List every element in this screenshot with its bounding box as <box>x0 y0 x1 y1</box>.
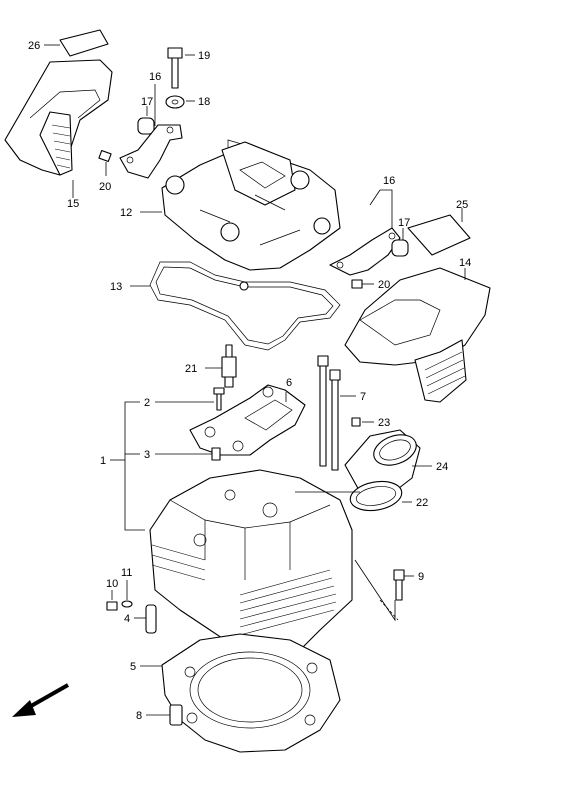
part-20-screw-right <box>351 279 374 289</box>
part-16-bracket-left <box>119 84 183 179</box>
part-21-spark-plug <box>205 344 237 388</box>
part-8-dowel-pin <box>146 704 183 726</box>
callout-4: 4 <box>124 613 130 625</box>
part-23-screw <box>351 417 374 427</box>
part-4-plug <box>134 604 157 634</box>
part-16-bracket-right <box>329 189 401 276</box>
callout-20: 20 <box>99 181 111 193</box>
part-7-long-bolts <box>317 355 356 471</box>
part-5-head-gasket <box>140 633 341 753</box>
callout-24: 24 <box>436 461 448 473</box>
callout-20: 20 <box>378 279 390 291</box>
callout-8: 8 <box>136 710 142 722</box>
part-2-bolt <box>155 387 225 411</box>
callout-16: 16 <box>383 175 395 187</box>
callout-13: 13 <box>110 281 122 293</box>
part-17-grommet-right <box>391 228 409 257</box>
front-direction-arrow-icon <box>12 683 69 717</box>
callout-6: 6 <box>286 377 292 389</box>
callout-16: 16 <box>149 71 161 83</box>
callout-15: 15 <box>67 198 79 210</box>
callout-9: 9 <box>418 571 424 583</box>
callout-2: 2 <box>144 397 150 409</box>
part-15-left-cover <box>4 59 113 198</box>
part-26-label-plate <box>44 29 109 57</box>
part-6-rocker-holder <box>189 384 306 456</box>
callout-18: 18 <box>198 96 210 108</box>
callout-21: 21 <box>185 363 197 375</box>
part-9-bolt <box>393 569 414 601</box>
part-10-bolt <box>106 590 118 611</box>
cylinder-head <box>149 469 399 651</box>
callout-labels: 26 19 16 17 18 20 15 12 16 25 17 14 13 2… <box>28 40 471 722</box>
callout-10: 10 <box>106 578 118 590</box>
callout-7: 7 <box>360 391 366 403</box>
part-25-label-plate <box>407 208 471 256</box>
part-3-dowel <box>155 447 221 461</box>
callout-17: 17 <box>141 96 153 108</box>
part-19-bolt <box>167 47 195 89</box>
part-20-screw-left <box>98 149 112 176</box>
callout-26: 26 <box>28 40 40 52</box>
part-11-washer <box>121 580 133 608</box>
part-14-right-cover <box>344 267 491 403</box>
callout-14: 14 <box>459 257 471 269</box>
callout-25: 25 <box>456 199 468 211</box>
part-12-head-cover <box>140 139 341 271</box>
callout-17: 17 <box>398 217 410 229</box>
part-18-washer <box>165 95 195 109</box>
part-1-bracket-lines <box>110 401 145 531</box>
callout-12: 12 <box>120 207 132 219</box>
callout-11: 11 <box>121 567 132 579</box>
part-22-clamp <box>349 480 412 512</box>
part-24-intake-pipe <box>344 429 432 496</box>
part-13-gasket <box>130 261 341 351</box>
part-17-grommet-left <box>137 106 155 135</box>
callout-3: 3 <box>144 449 150 461</box>
callout-22: 22 <box>416 497 428 509</box>
callout-19: 19 <box>198 50 210 62</box>
callout-23: 23 <box>378 417 390 429</box>
callout-5: 5 <box>130 661 136 673</box>
callout-1: 1 <box>100 455 106 467</box>
